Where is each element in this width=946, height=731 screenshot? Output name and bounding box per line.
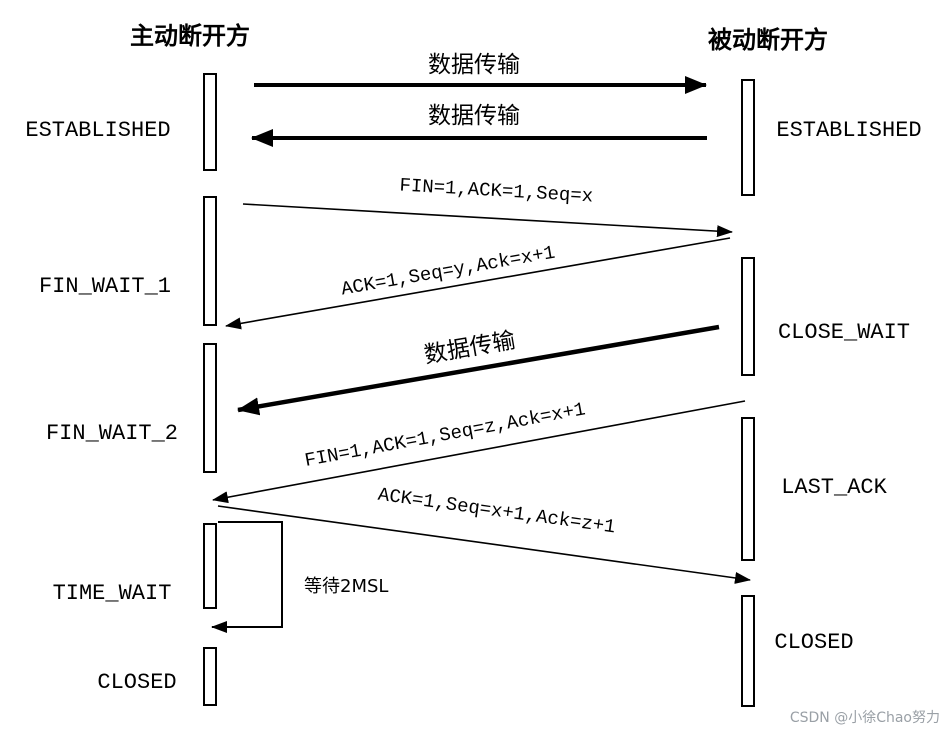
left-state-closed: CLOSED (97, 670, 176, 695)
right-state-established: ESTABLISHED (776, 118, 921, 143)
label-data-transfer-1: 数据传输 (428, 52, 520, 78)
left-bar-fin-wait-1 (203, 196, 217, 326)
arrow-fin-2 (212, 400, 746, 504)
arrow-ack-2 (217, 505, 751, 584)
right-state-closed: CLOSED (774, 630, 853, 655)
label-fin-1: FIN=1,ACK=1,Seq=x (399, 174, 594, 207)
header-active-closer: 主动断开方 (130, 21, 250, 50)
left-bar-fin-wait-2 (203, 343, 217, 473)
arrow-ack-1 (225, 237, 731, 330)
left-state-fin-wait-1: FIN_WAIT_1 (39, 274, 171, 299)
right-state-close-wait: CLOSE_WAIT (778, 320, 910, 345)
left-state-fin-wait-2: FIN_WAIT_2 (46, 421, 178, 446)
right-bar-closed (741, 595, 755, 707)
right-bar-last-ack (741, 417, 755, 561)
left-bar-closed (203, 647, 217, 706)
left-state-time-wait: TIME_WAIT (53, 581, 172, 606)
left-bar-established (203, 73, 217, 171)
label-ack-2: ACK=1,Seq=x+1,Ack=z+1 (377, 484, 617, 539)
watermark: CSDN @小徐Chao努力 (790, 710, 940, 726)
arrow-data-transfer-3 (237, 324, 720, 416)
label-wait-2msl: 等待2MSL (304, 576, 388, 597)
left-bar-time-wait (203, 523, 217, 609)
header-passive-closer: 被动断开方 (708, 25, 828, 54)
label-data-transfer-2: 数据传输 (428, 103, 520, 129)
label-ack-1: ACK=1,Seq=y,Ack=x+1 (340, 242, 557, 301)
arrow-fin-1 (242, 203, 733, 238)
label-fin-2: FIN=1,ACK=1,Seq=z,Ack=x+1 (303, 398, 587, 472)
right-bar-established (741, 79, 755, 196)
time-wait-loop-arrow (211, 521, 283, 633)
right-bar-close-wait (741, 257, 755, 376)
left-state-established: ESTABLISHED (25, 118, 170, 143)
right-state-last-ack: LAST_ACK (781, 475, 887, 500)
